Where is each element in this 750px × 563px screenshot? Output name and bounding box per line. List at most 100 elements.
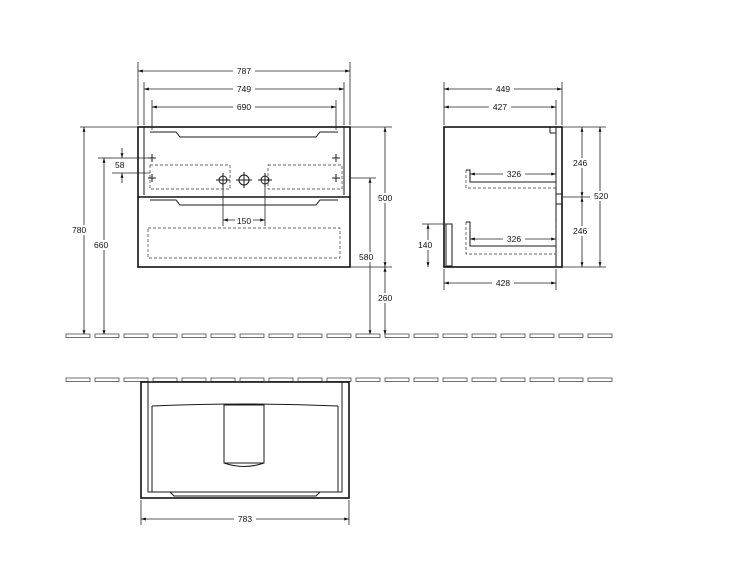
floor-tile: [210, 377, 236, 382]
siphon-crosshair-center: [236, 172, 252, 188]
floor-tile: [442, 333, 468, 338]
dim-58: 58: [112, 148, 150, 183]
floor-line-upper: [65, 333, 613, 338]
top-basin-edge: [151, 403, 339, 407]
dim-label-783: 783: [238, 514, 252, 524]
floor-tile: [94, 333, 120, 338]
dim-500: 500: [350, 126, 396, 268]
floor-tile: [471, 333, 497, 338]
floor-tile: [326, 377, 352, 382]
dim-150: 150: [222, 187, 266, 226]
top-view: 783: [140, 381, 350, 525]
floor-tile: [152, 377, 178, 382]
floor-tile: [297, 333, 323, 338]
floor-tile: [500, 377, 526, 382]
dim-580: 580: [350, 177, 378, 335]
tap-crosshair-left: [216, 173, 230, 187]
dim-label-58: 58: [115, 160, 125, 170]
dim-783: 783: [140, 500, 350, 525]
floor-tile: [181, 377, 207, 382]
dim-label-690: 690: [237, 102, 251, 112]
floor-line-lower: [65, 377, 613, 382]
top-handle-recess: [150, 131, 338, 138]
dim-label-520: 520: [594, 191, 608, 201]
dim-label-326-upper: 326: [507, 169, 521, 179]
dim-246-lower: 246: [562, 197, 606, 268]
floor-tile: [239, 333, 265, 338]
floor-tile: [587, 377, 613, 382]
floor-tile: [181, 333, 207, 338]
tap-crosshair-right: [258, 173, 272, 187]
dim-428: 428: [443, 269, 557, 290]
floor-tile: [529, 377, 555, 382]
dim-326-upper: 326: [470, 169, 556, 179]
dim-427: 427: [444, 100, 557, 125]
mounting-marks: [148, 154, 340, 182]
floor-tile: [355, 333, 381, 338]
floor-tile: [500, 333, 526, 338]
top-inner-outline: [147, 381, 343, 493]
dim-520: 520: [592, 127, 612, 267]
floor-tile: [297, 377, 323, 382]
floor-tile: [558, 333, 584, 338]
floor-tile: [442, 377, 468, 382]
floor-tile: [239, 377, 265, 382]
floor-tile: [413, 333, 439, 338]
floor-tile: [413, 377, 439, 382]
upper-drawer-compartment-right: [267, 164, 343, 190]
dim-246-upper: 246: [562, 126, 606, 198]
lower-handle-recess: [150, 199, 338, 206]
floor-tile: [268, 333, 294, 338]
dim-label-749: 749: [237, 84, 251, 94]
top-handle-recess: [150, 491, 340, 497]
top-cabinet-outline: [140, 381, 350, 499]
floor-tile: [384, 377, 410, 382]
floor-tile: [587, 333, 613, 338]
dim-label-326-lower: 326: [507, 234, 521, 244]
floor-tile: [471, 377, 497, 382]
dim-label-780: 780: [72, 225, 86, 235]
floor-tile: [326, 333, 352, 338]
upper-drawer-compartment-left: [149, 164, 231, 190]
floor-tile: [355, 377, 381, 382]
dim-label-449: 449: [496, 84, 510, 94]
top-siphon-cutout: [223, 404, 265, 464]
side-upper-drawer: [465, 170, 557, 189]
dim-787: 787: [137, 62, 351, 125]
dim-690: 690: [151, 100, 337, 130]
side-handle: [555, 193, 563, 205]
floor-tile: [529, 333, 555, 338]
dim-label-140: 140: [418, 240, 432, 250]
dim-label-246-lower: 246: [573, 226, 587, 236]
floor-tile: [152, 333, 178, 338]
dim-label-260: 260: [378, 293, 392, 303]
floor-tile: [65, 377, 91, 382]
dim-label-246-upper: 246: [573, 158, 587, 168]
dim-label-787: 787: [237, 66, 251, 76]
front-view: 787 749 690 150 58: [72, 62, 396, 335]
floor-tile: [65, 333, 91, 338]
floor-tile: [558, 377, 584, 382]
dim-780: 780: [72, 126, 138, 335]
dim-449: 449: [443, 82, 563, 125]
dim-label-428: 428: [496, 278, 510, 288]
dim-label-150: 150: [237, 216, 251, 226]
dim-326-lower: 326: [470, 234, 556, 244]
dim-660: 660: [94, 157, 112, 335]
dim-label-500: 500: [378, 193, 392, 203]
side-view: 449 427 326 326 428: [418, 82, 612, 290]
dim-749: 749: [143, 82, 345, 125]
dim-260: 260: [376, 267, 396, 335]
floor-tile: [384, 333, 410, 338]
side-lower-drawer: [465, 222, 557, 255]
dim-label-580: 580: [359, 252, 373, 262]
floor-tile: [210, 333, 236, 338]
floor-tile: [123, 333, 149, 338]
dim-label-427: 427: [493, 102, 507, 112]
lower-drawer-compartment: [147, 227, 341, 259]
side-siphon: [445, 223, 453, 267]
floor-tile: [94, 377, 120, 382]
dim-140: 140: [418, 223, 446, 267]
dim-label-660: 660: [94, 240, 108, 250]
